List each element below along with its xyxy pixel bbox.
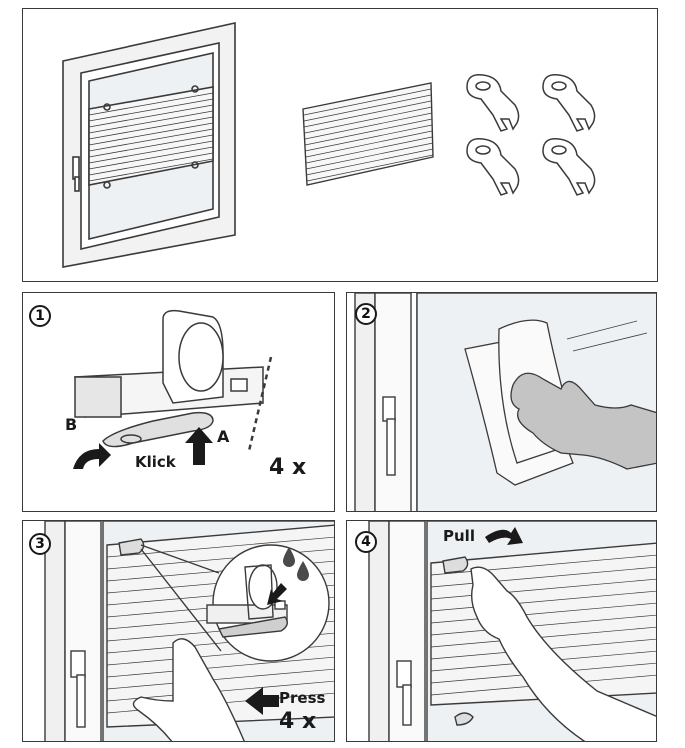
step-number-badge: 1: [29, 305, 51, 327]
label-klick: Klick: [135, 453, 176, 471]
step-2-illustration: [354, 293, 656, 511]
label-press: Press: [279, 689, 326, 707]
hand: [132, 638, 245, 741]
step-number-badge: 2: [355, 303, 377, 325]
hand: [470, 566, 656, 741]
overview-panel: [22, 8, 658, 282]
step-2-panel: 2: [346, 292, 657, 512]
step-3-panel: 3 Press 4 x: [22, 520, 335, 742]
step-number-badge: 3: [29, 533, 51, 555]
label-pull: Pull: [443, 527, 475, 545]
arrow-left-icon: [245, 687, 279, 715]
label-a: A: [217, 427, 230, 446]
water-drop-icon: [283, 547, 309, 581]
hand: [510, 372, 656, 470]
step-1-panel: 1 A B Klick 4 x: [22, 292, 335, 512]
step-3-illustration: [44, 521, 334, 741]
clip-brackets: [466, 74, 596, 196]
arrow-down-left-icon: [267, 583, 287, 605]
arrow-up-icon: [185, 427, 213, 465]
count-label: 4 x: [269, 455, 307, 480]
count-label: 4 x: [279, 709, 317, 734]
step-1-illustration: [73, 309, 273, 469]
curved-arrow-icon: [485, 527, 523, 545]
step-4-panel: 4 Pull: [346, 520, 657, 742]
pleated-blind: [302, 82, 434, 186]
window-with-blind: [62, 22, 236, 268]
label-b: B: [65, 415, 78, 434]
step-number-badge: 4: [355, 531, 377, 553]
step-4-illustration: [368, 521, 656, 741]
overview-illustration: [62, 22, 596, 268]
curved-arrow-icon: [73, 443, 111, 469]
